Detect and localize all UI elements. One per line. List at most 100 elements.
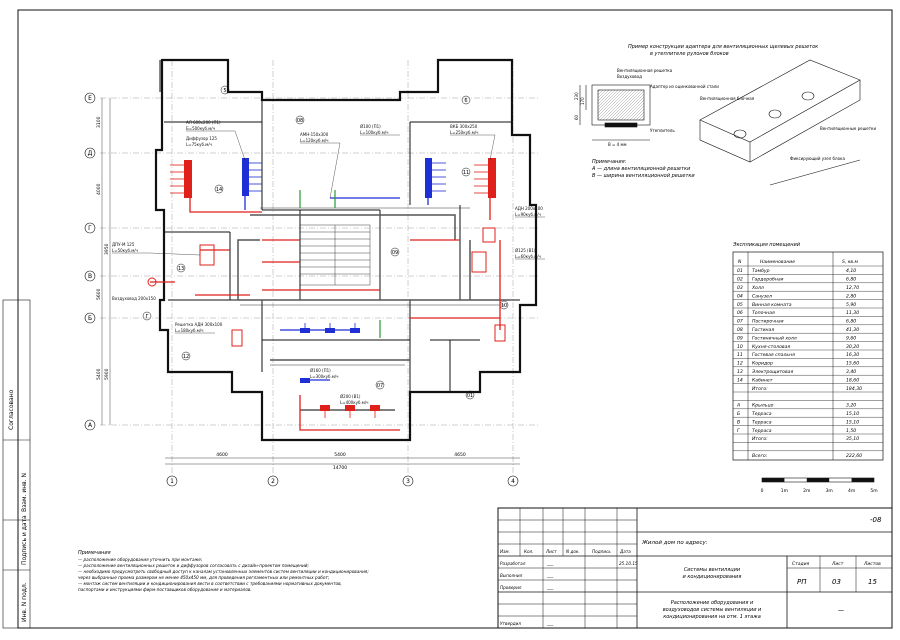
exhaust-grilles <box>242 158 432 383</box>
explication-cell-n: В <box>737 419 740 425</box>
title-block-text: Изм. Кол. Лист N док. Подпись Дата Разра… <box>500 516 882 626</box>
callout-22: Ø200 (В1) <box>340 394 361 399</box>
detail-label-7: Фиксирующий узел блока <box>790 156 845 161</box>
scale-1: 1m <box>781 488 788 494</box>
general-notes: Примечания — расположение оборудования у… <box>78 550 369 592</box>
explication-cell-name: Крыльцо <box>752 403 774 409</box>
system-title-1: Системы вентиляции <box>684 567 741 573</box>
side-stamp-agreed: Согласовано <box>8 389 15 430</box>
explication-cell-name: Гостиничный холл <box>752 335 797 341</box>
explication-cell-name: Топочная <box>752 310 775 316</box>
scale-bar: 0 1m 2m 3m 4m 5m <box>761 477 878 494</box>
explication-cell-name: Гардеробная <box>752 277 784 283</box>
side-stamp: Согласовано Взам. инв. N Подпись и дата … <box>2 299 31 629</box>
callout-10: L=250куб.м/ч <box>450 130 478 135</box>
adapter-isometric <box>699 59 861 186</box>
room-09: 09 <box>392 250 398 256</box>
callout-9: ВКБ 300х250 <box>450 124 478 129</box>
explication-cell-name: Кухня-столовая <box>752 344 790 350</box>
explication-cell-area: 222,60 <box>846 453 862 459</box>
explication-cell-area: 2,80 <box>846 293 856 299</box>
row-dim-2: 4000 <box>96 183 102 195</box>
note-2: — расположение вентиляционных решеток и … <box>78 563 310 568</box>
callout-11: АДН 200х100 <box>515 206 543 211</box>
callouts: АЛ 600х200 (П1) Б=500куб.м/ч Диффузор 12… <box>112 120 543 405</box>
room-13: 13 <box>178 266 184 272</box>
col-dimensions: 4600 5400 4650 14700 <box>165 452 520 471</box>
detail-dim-h2: 170 <box>580 97 585 105</box>
explication-cell-area: 15,10 <box>846 411 859 417</box>
adapter-detail: Пример конструкции адаптера для вентиляц… <box>574 44 876 186</box>
row-dimensions: 3100 4000 3950 5600 5900 5400 <box>96 98 111 425</box>
explication-cell-area: 41,30 <box>846 327 859 333</box>
row-dim-3: 3950 <box>104 243 110 255</box>
axis-row-B: Б <box>88 315 92 322</box>
explication-cell-name: Коридор <box>752 361 773 367</box>
callout-4: L=75куб.м/ч <box>186 142 212 147</box>
stamp-name-1: ___ <box>546 561 554 566</box>
explication-cell-area: 4,10 <box>846 268 856 274</box>
axis-col-3: 3 <box>406 478 410 485</box>
stamp-name-2: ___ <box>546 573 554 578</box>
drawing-title-2: воздуховодов системы вентиляции и <box>663 607 762 613</box>
explication-cell-n: 10 <box>737 344 743 350</box>
note-1: — расположение оборудования уточнить при… <box>78 557 203 562</box>
axis-grid <box>100 60 540 478</box>
inner-walls <box>159 60 520 392</box>
col-axis-markers: 1 2 3 4 <box>166 475 519 487</box>
explication-cell-n: 01 <box>737 268 743 274</box>
walls <box>154 58 538 442</box>
axis-col-2: 2 <box>271 478 275 485</box>
callout-8: L=100куб.м/ч <box>360 130 388 135</box>
room-6: 6 <box>464 98 467 104</box>
detail-label-5: Вентиляционная блочная <box>700 96 755 101</box>
callout-20: Ø160 (П1) <box>310 368 331 373</box>
room-5: 5 <box>223 88 226 94</box>
col-dim-2: 5400 <box>334 452 346 458</box>
room-markers <box>142 85 509 400</box>
explication-cell-n: 14 <box>737 377 743 383</box>
callout-3: Диффузор 125 <box>186 136 217 141</box>
axis-col-1: 1 <box>170 478 174 485</box>
axis-row-D: Д <box>88 150 93 157</box>
detail-label-6: Вентиляционные решетки <box>820 126 876 131</box>
axis-row-E: Е <box>88 95 92 102</box>
stage-header: Стадия <box>792 561 810 567</box>
axis-row-V: В <box>88 273 92 280</box>
callout-15: ДПУ-М 125 <box>112 242 135 247</box>
drawing-title-1: Расположение оборудования и <box>671 600 754 606</box>
stamp-h-izm: Изм. <box>500 549 510 554</box>
detail-title-1: Пример конструкции адаптера для вентиляц… <box>628 44 818 50</box>
callout-12: L=90куб.м/ч <box>515 212 541 217</box>
explication-cell-area: 30,20 <box>846 344 859 350</box>
stamp-h-list: Лист <box>545 549 557 554</box>
scale-0: 0 <box>761 488 764 494</box>
explication-title: Экспликация помещений <box>732 242 801 248</box>
explication-cell-area: 5,90 <box>846 302 856 308</box>
explication-cell-name: Терраса <box>752 428 772 434</box>
explication-cell-name: Постирочная <box>752 319 784 325</box>
row-axis-markers: Е Д Г В Б А <box>84 92 96 431</box>
stamp-date-1: 25.10.15 <box>619 561 638 566</box>
callout-16: L=50куб.м/ч <box>112 248 138 253</box>
row-dim-6: 5400 <box>96 368 102 380</box>
detail-notes-title: Примечания: <box>592 159 627 165</box>
detail-dim-h1: 60 <box>574 114 579 120</box>
detail-note-b: В — ширина вентиляционной решетки <box>592 173 695 179</box>
object-name: Жилой дом по адресу: <box>641 540 708 546</box>
explication-cell-area: 6,80 <box>846 277 856 283</box>
title-block <box>497 507 893 629</box>
explication-cell-n: 13 <box>737 369 743 375</box>
stamp-role-5: Утвердил <box>500 621 521 626</box>
explication-header-name: Наименование <box>760 259 795 265</box>
callout-21: L=300куб.м/ч <box>310 374 338 379</box>
explication-cell-name: Электрощитовая <box>751 369 793 375</box>
room-labels: 5 6 13 14 12 11 10 09 08 07 01 Г <box>145 88 507 399</box>
scale-5: 5m <box>870 488 877 494</box>
room-01: 01 <box>467 393 473 399</box>
stage-value: РП <box>797 578 807 586</box>
side-stamp-sign-date: Подпись и дата <box>21 515 28 565</box>
note-6: паспортами и инструкциями фирм-поставщик… <box>78 587 252 592</box>
explication-cell-name: Кабинет <box>752 377 773 383</box>
explication-cell-n: 02 <box>737 277 743 283</box>
